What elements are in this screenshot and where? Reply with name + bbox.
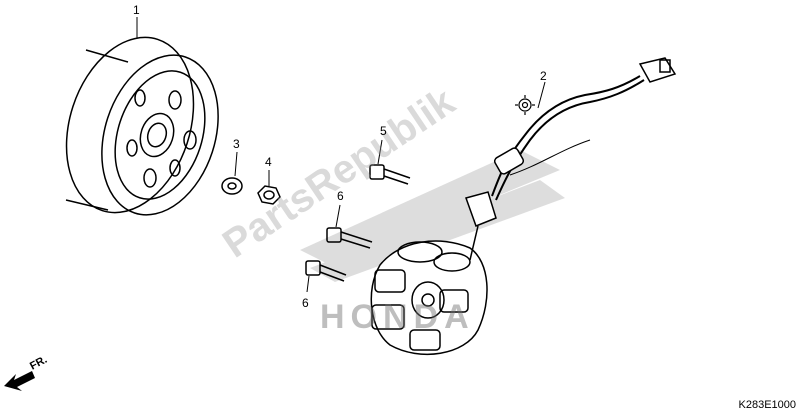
bolt-mid-part[interactable] bbox=[326, 204, 373, 249]
washer-part[interactable] bbox=[221, 151, 243, 195]
flywheel-part[interactable] bbox=[45, 17, 238, 230]
nut-part[interactable] bbox=[257, 170, 281, 205]
stator-part[interactable] bbox=[370, 57, 677, 356]
front-arrow-icon bbox=[4, 371, 35, 391]
honda-wing-watermark bbox=[300, 150, 565, 282]
callout-bolt-lower[interactable]: 6 bbox=[302, 296, 309, 310]
callout-washer[interactable]: 3 bbox=[233, 137, 240, 151]
callout-stator[interactable]: 2 bbox=[540, 69, 547, 83]
diagram-code: K283E1000 bbox=[738, 399, 797, 411]
bolt-lower-part[interactable] bbox=[305, 260, 347, 293]
callout-nut[interactable]: 4 bbox=[265, 155, 272, 169]
callout-bolt-mid[interactable]: 6 bbox=[337, 189, 344, 203]
bolt-upper-part[interactable] bbox=[369, 139, 411, 185]
callout-flywheel[interactable]: 1 bbox=[133, 3, 140, 17]
watermark-brand: HONDA bbox=[320, 298, 475, 336]
callout-bolt-upper[interactable]: 5 bbox=[380, 124, 387, 138]
gear-icon bbox=[515, 95, 535, 115]
